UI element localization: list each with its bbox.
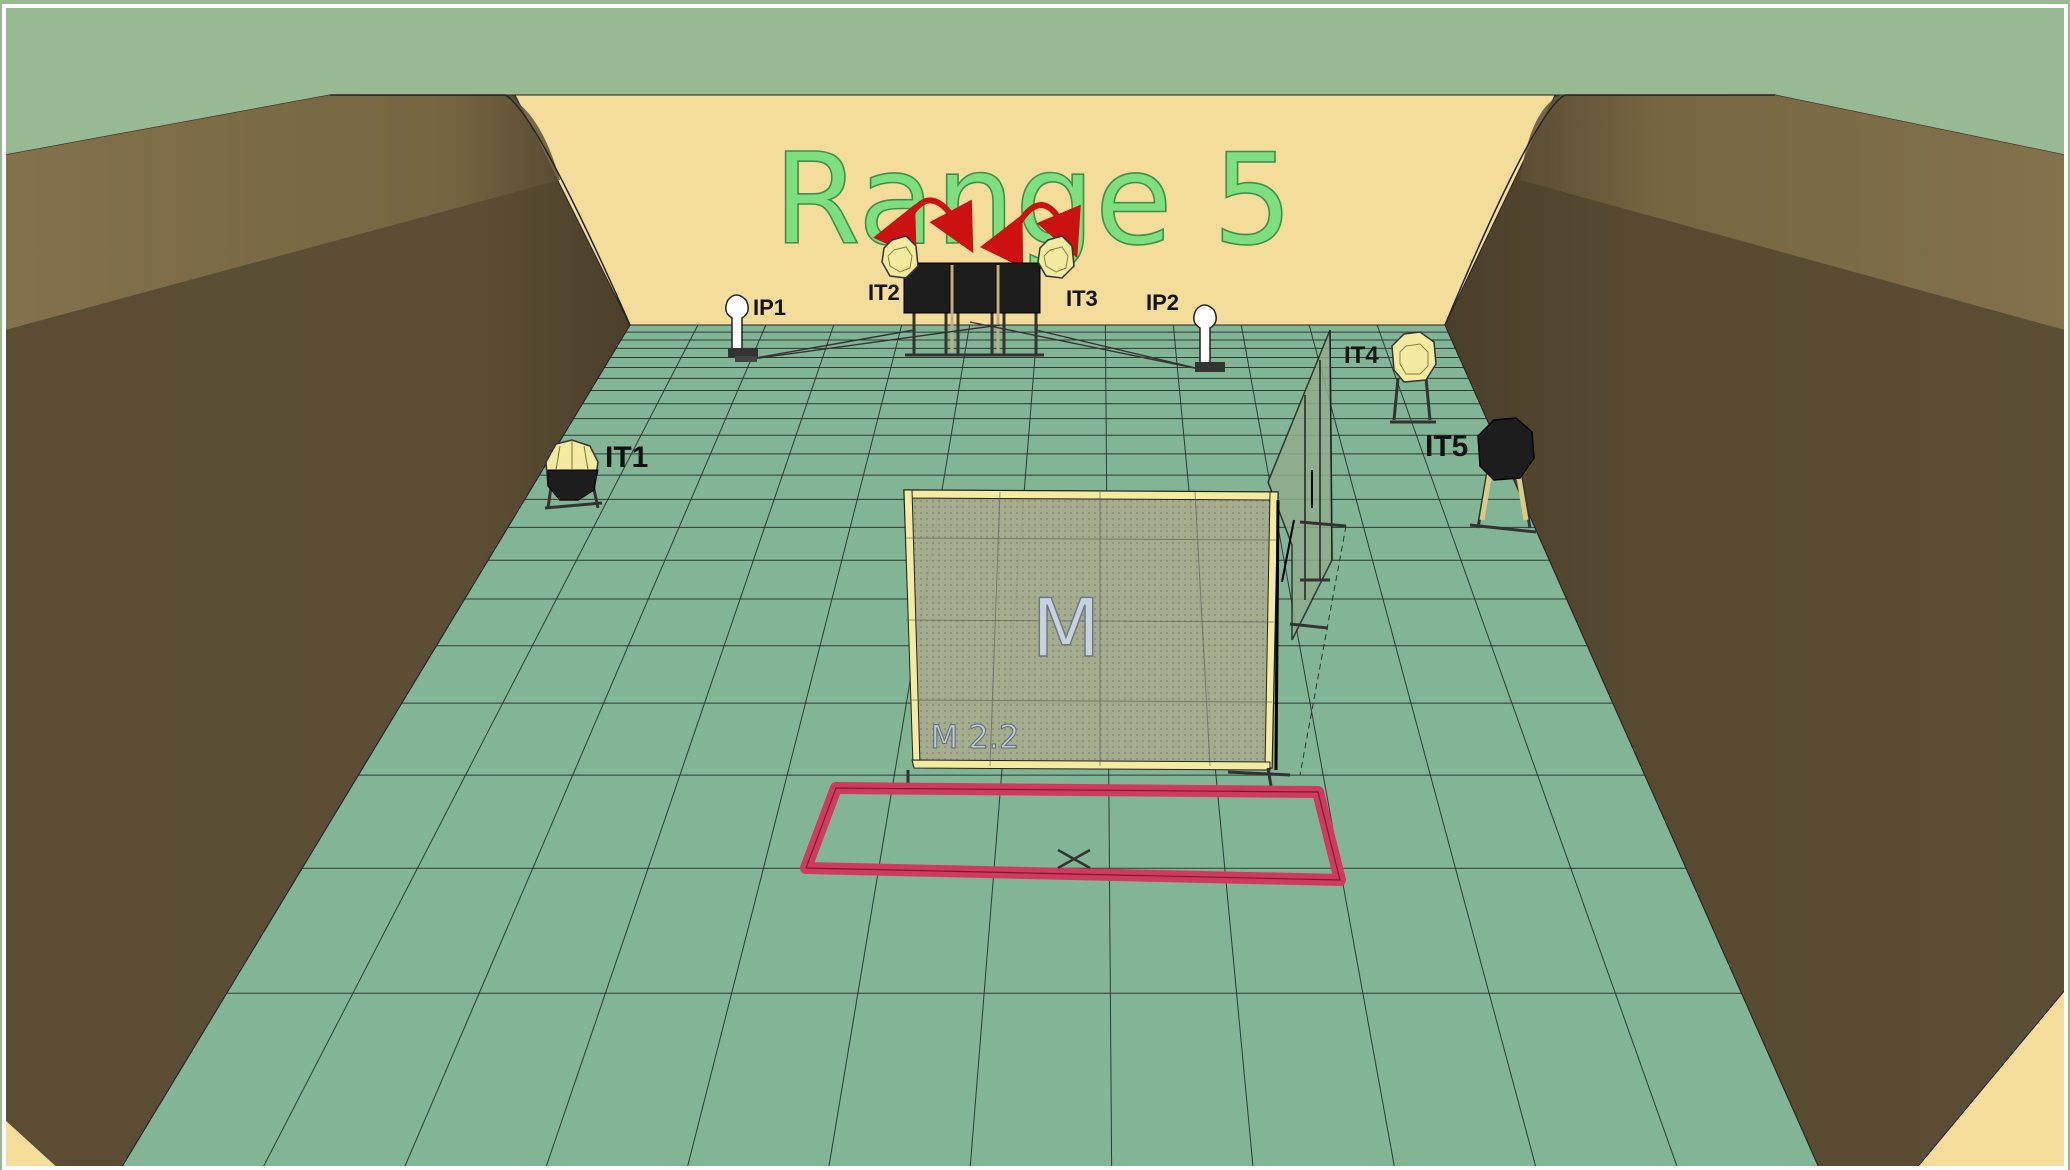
- label-it1: IT1: [605, 441, 648, 474]
- no-shoot-panel: [996, 263, 1040, 313]
- label-it3: IT3: [1066, 286, 1098, 311]
- label-ip2: IP2: [1146, 290, 1179, 315]
- wall-letter: M: [1031, 582, 1100, 675]
- label-it4: IT4: [1344, 342, 1379, 369]
- no-shoot-panel: [950, 263, 998, 313]
- label-it5: IT5: [1425, 430, 1468, 463]
- label-ip1: IP1: [753, 295, 786, 320]
- wall-code: M 2.2: [931, 718, 1020, 756]
- label-it2: IT2: [868, 280, 900, 305]
- range-title: Range 5: [773, 126, 1293, 273]
